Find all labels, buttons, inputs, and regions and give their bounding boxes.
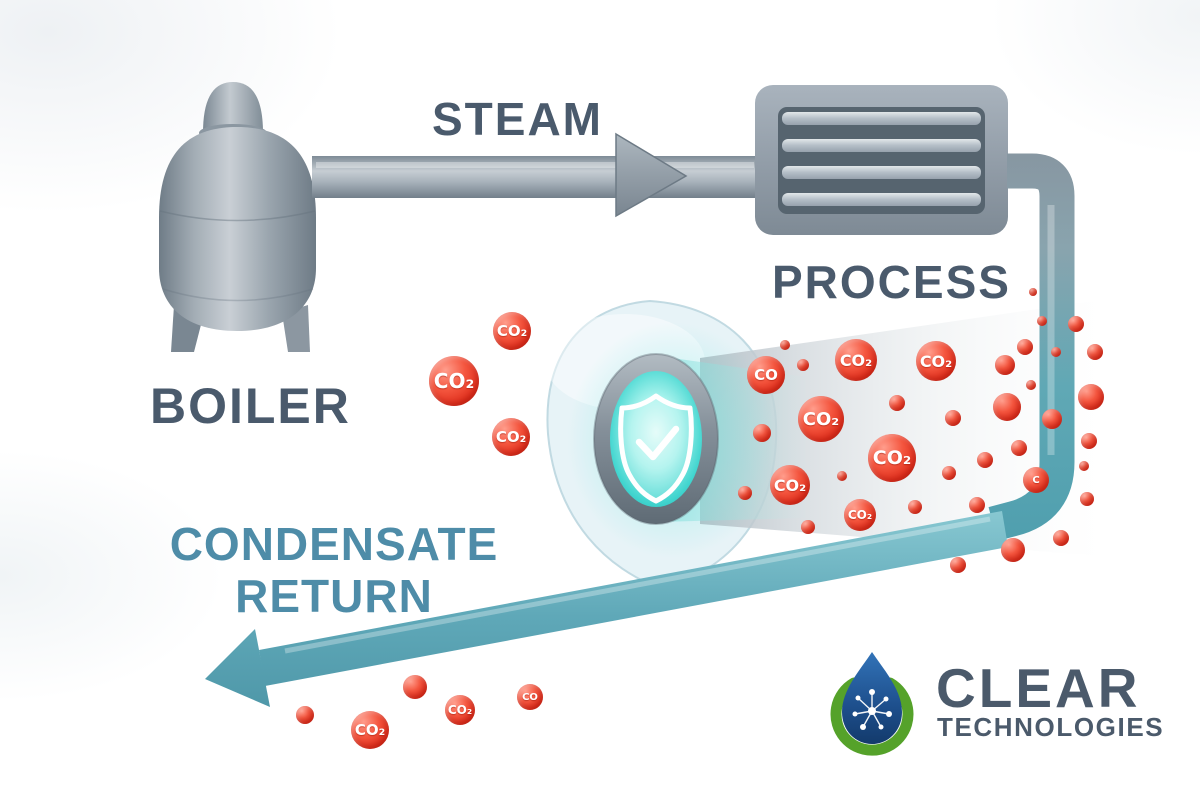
co2-molecule — [1053, 530, 1069, 546]
co2-molecule — [797, 359, 809, 371]
co2-molecule — [738, 486, 752, 500]
co2-molecule — [837, 471, 847, 481]
co2-molecule — [993, 393, 1021, 421]
co2-molecule: CO — [747, 356, 785, 394]
co2-molecule — [403, 675, 427, 699]
condensate-label-line2: RETURN — [235, 570, 433, 622]
logo-name: CLEAR — [936, 657, 1141, 719]
co2-molecule — [801, 520, 815, 534]
co2-molecule — [945, 410, 961, 426]
co2-molecule — [1051, 347, 1061, 357]
co2-molecule: CO₂ — [770, 465, 810, 505]
co2-molecule — [1080, 492, 1094, 506]
logo-subtitle: TECHNOLOGIES — [937, 712, 1165, 742]
co2-molecule — [1081, 433, 1097, 449]
co2-molecule: CO₂ — [445, 695, 475, 725]
co2-molecule — [1042, 409, 1062, 429]
co2-molecule: C — [1023, 467, 1049, 493]
co2-molecule — [1079, 461, 1089, 471]
co2-molecule — [1017, 339, 1033, 355]
logo-green-ring — [830, 677, 914, 756]
condensate-return-label: CONDENSATE RETURN — [158, 518, 510, 622]
co2-molecule: CO — [517, 684, 543, 710]
co2-molecule — [995, 355, 1015, 375]
co2-molecule: CO₂ — [916, 341, 956, 381]
co2-molecule — [977, 452, 993, 468]
co2-molecule: CO₂ — [492, 418, 530, 456]
co2-molecule — [950, 557, 966, 573]
co2-molecule: CO₂ — [798, 396, 844, 442]
co2-molecule: CO₂ — [351, 711, 389, 749]
co2-molecule — [1068, 316, 1084, 332]
steam-arrow-icon — [615, 132, 688, 218]
co2-molecule — [908, 500, 922, 514]
shield-check-icon — [618, 393, 694, 504]
co2-molecule — [1037, 316, 1047, 326]
co2-molecule: CO₂ — [844, 499, 876, 531]
co2-molecule — [1026, 380, 1036, 390]
co2-molecule — [1011, 440, 1027, 456]
co2-molecule — [1001, 538, 1025, 562]
steam-label: STEAM — [432, 93, 603, 145]
condensate-label-line1: CONDENSATE — [169, 518, 499, 570]
co2-molecule — [969, 497, 985, 513]
co2-molecule: CO₂ — [835, 339, 877, 381]
process-label: PROCESS — [772, 256, 1011, 308]
co2-molecule — [296, 706, 314, 724]
filter-ring — [567, 322, 806, 558]
co2-molecule — [1029, 288, 1037, 296]
co2-molecule: CO₂ — [868, 434, 916, 482]
process-heat-exchanger — [755, 85, 1008, 235]
logo-drop-icon — [830, 652, 914, 756]
co2-molecule — [1078, 384, 1104, 410]
co2-molecule — [1087, 344, 1103, 360]
co2-molecule: CO₂ — [493, 312, 531, 350]
co2-molecule — [780, 340, 790, 350]
boiler-tank — [159, 82, 316, 352]
co2-molecule: CO₂ — [429, 356, 479, 406]
co2-molecule — [942, 466, 956, 480]
co2-molecule — [753, 424, 771, 442]
co2-molecule — [889, 395, 905, 411]
steam-pipe — [312, 156, 758, 198]
boiler-label: BOILER — [150, 378, 351, 434]
condensate-arrow — [205, 511, 1008, 707]
